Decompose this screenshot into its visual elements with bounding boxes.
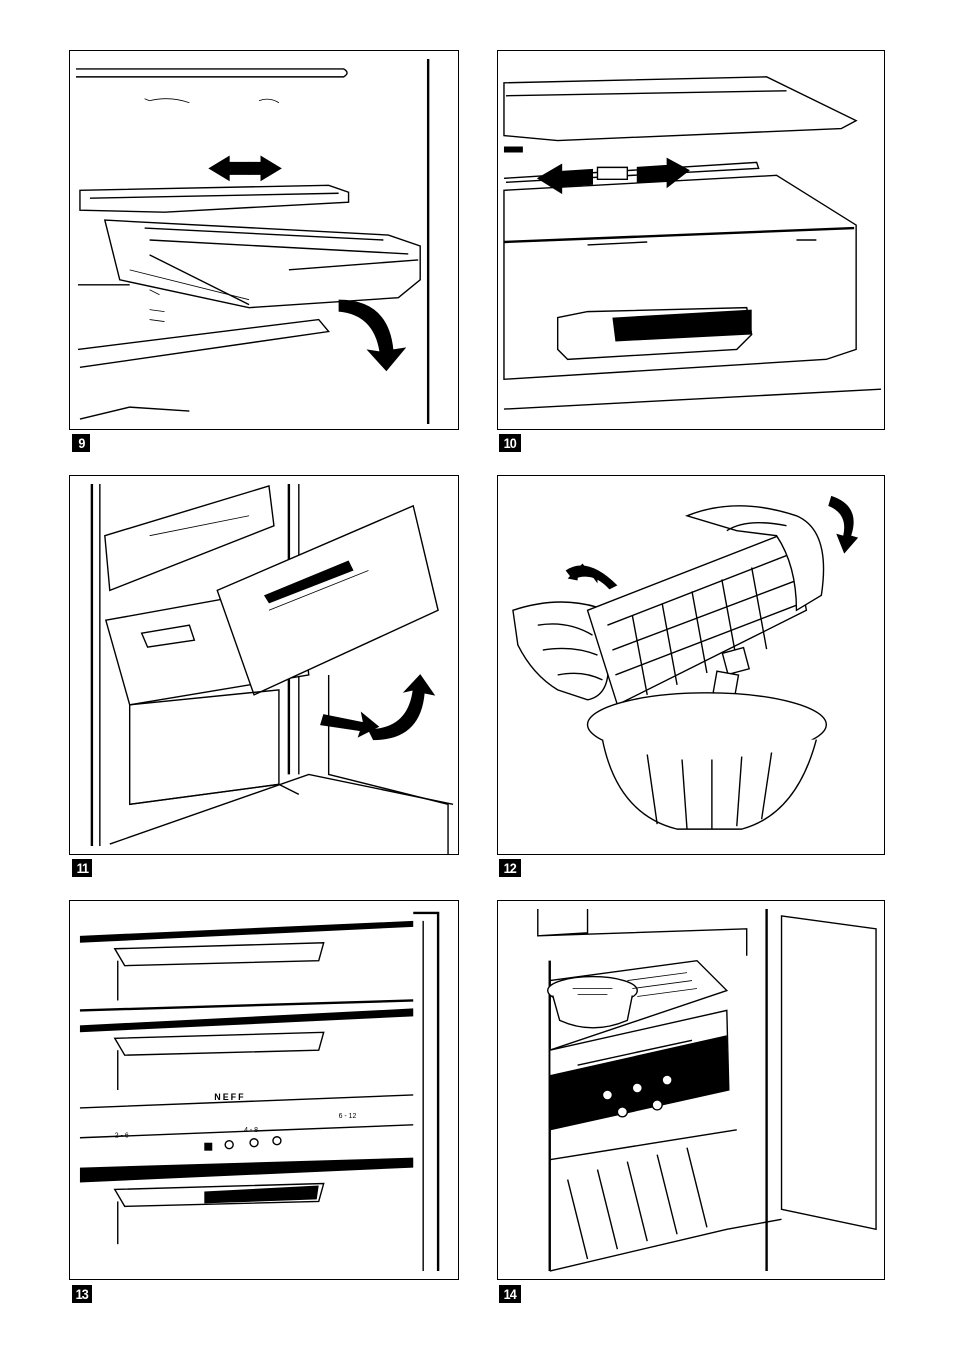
figure-10-illustration (498, 51, 884, 429)
control-panel-range-left: 2 - 6 (115, 1133, 129, 1140)
figure-11-number: 11 (72, 859, 92, 877)
figure-9-illustration (70, 51, 458, 429)
figure-10-number: 10 (499, 434, 521, 452)
figure-14-illustration (498, 901, 884, 1279)
figure-14-number: 14 (499, 1285, 521, 1303)
figure-13-illustration: NEFF 2 - 6 4 - 8 6 - 12 (70, 901, 458, 1279)
figure-13-panel: NEFF 2 - 6 4 - 8 6 - 12 (69, 900, 459, 1280)
figure-9-panel (69, 50, 459, 430)
figure-10-panel (497, 50, 885, 430)
figure-12-number: 12 (499, 859, 521, 877)
control-panel-range-middle: 4 - 8 (244, 1127, 258, 1134)
figure-12-illustration (498, 476, 884, 854)
figure-11-illustration (70, 476, 458, 854)
figure-9-number: 9 (72, 434, 90, 452)
figure-12-panel (497, 475, 885, 855)
figure-13-number: 13 (72, 1285, 92, 1303)
control-panel-brand: NEFF (214, 1092, 245, 1102)
figure-11-panel (69, 475, 459, 855)
figure-14-panel (497, 900, 885, 1280)
control-panel-range-right: 6 - 12 (339, 1113, 357, 1120)
